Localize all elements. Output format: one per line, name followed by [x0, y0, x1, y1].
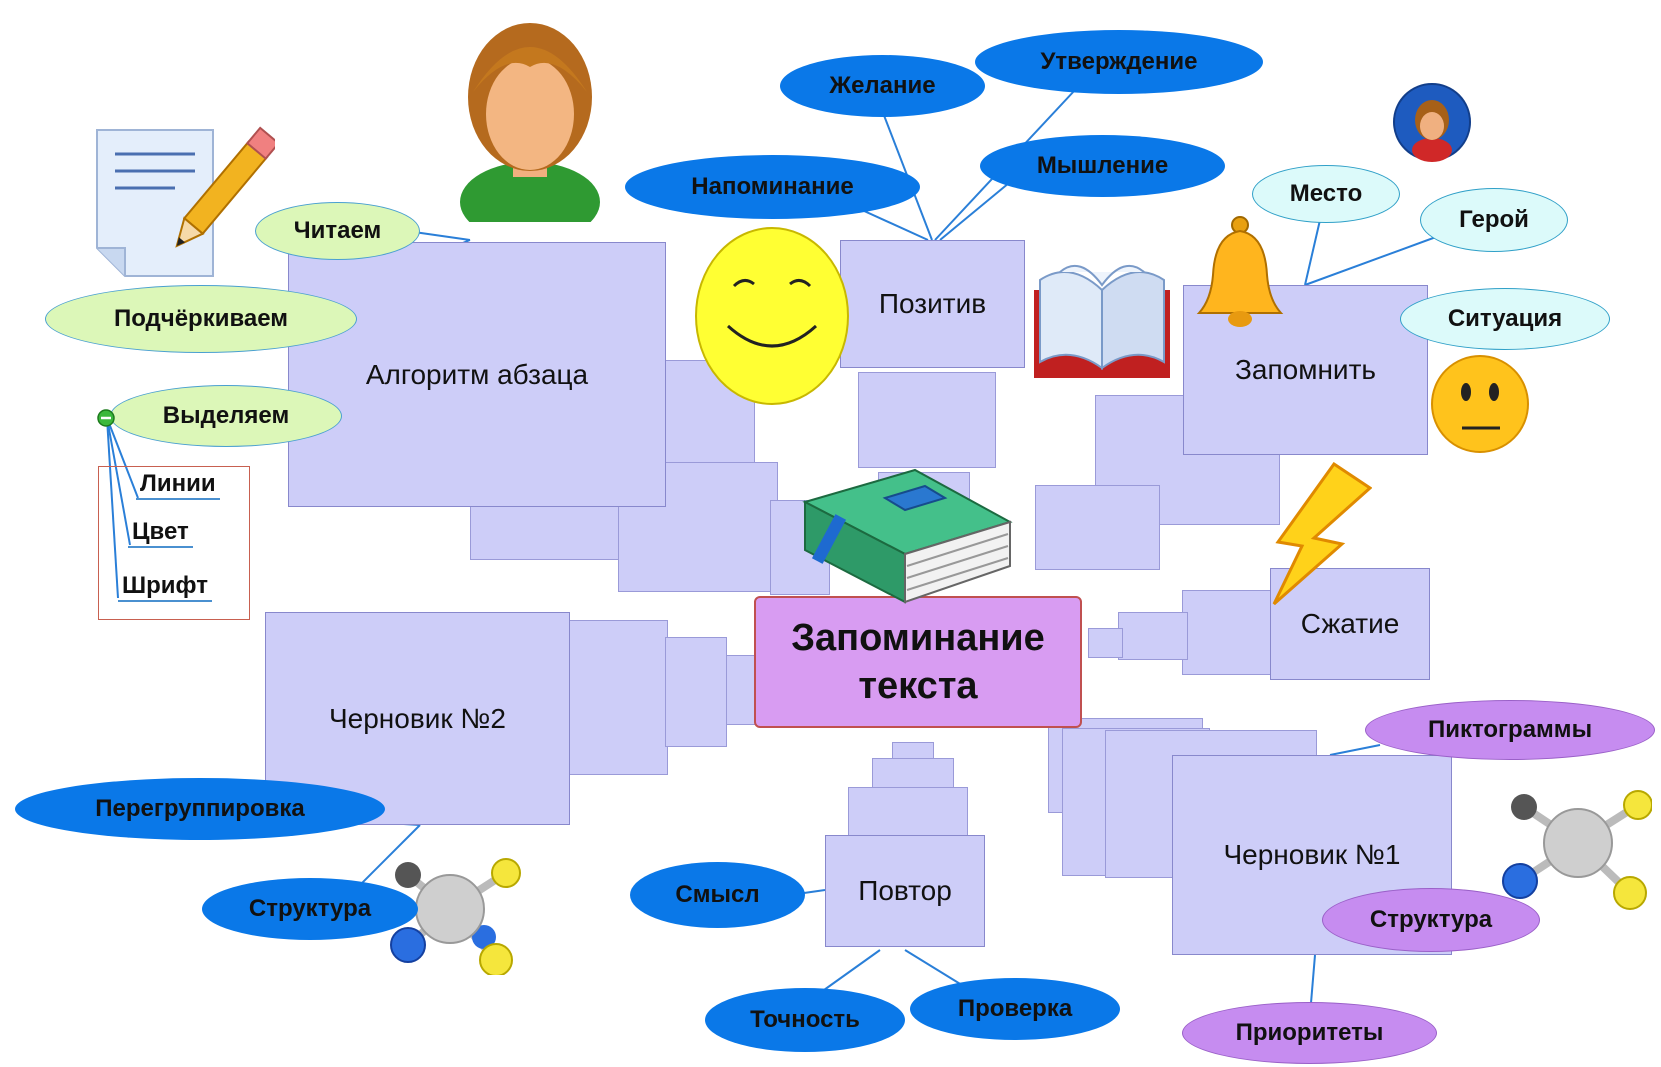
center-title-line1: Запоминание: [791, 617, 1045, 659]
box-remember-label: Запомнить: [1235, 354, 1376, 385]
molecule-left-icon: [390, 858, 521, 975]
repeat-depth-2: [872, 758, 954, 788]
connector-pictograms: [1329, 744, 1381, 756]
bubble-hero[interactable]: Герой: [1420, 188, 1568, 252]
highlight-sublist-frame: [98, 466, 250, 620]
draft2-depth-1: [568, 620, 668, 775]
box-compression-label: Сжатие: [1300, 608, 1400, 639]
neutral-face-icon: [1431, 355, 1529, 453]
bubble-situation[interactable]: Ситуация: [1400, 288, 1610, 350]
bubble-situation-label: Ситуация: [1447, 305, 1563, 332]
bubble-accuracy-label: Точность: [750, 1006, 860, 1033]
box-positive-label: Позитив: [878, 288, 987, 319]
box-repeat-label: Повтор: [858, 875, 952, 906]
connector-font-item: [106, 417, 119, 599]
sublist-item-color-label: Цвет: [132, 518, 189, 545]
bubble-accuracy[interactable]: Точность: [705, 988, 905, 1052]
bubble-thinking-label: Мышление: [1036, 152, 1169, 179]
bubble-highlight[interactable]: Выделяем: [110, 385, 342, 447]
box-compression[interactable]: Сжатие: [1270, 568, 1430, 680]
connector-place: [1304, 219, 1321, 286]
person-avatar-small-icon: [1393, 83, 1471, 162]
box-remember[interactable]: Запомнить: [1183, 285, 1428, 455]
open-book-icon: [1034, 264, 1170, 378]
compression-depth-2: [1118, 612, 1188, 660]
connector-thinking: [939, 177, 1016, 241]
bubble-wish-label: Желание: [829, 72, 936, 99]
box-algorithm-label: Алгоритм абзаца: [365, 358, 589, 390]
bubble-reading-label: Читаем: [293, 217, 382, 244]
bubble-reading[interactable]: Читаем: [255, 202, 420, 260]
bubble-meaning-label: Смысл: [675, 881, 760, 908]
sublist-item-color[interactable]: Цвет: [128, 518, 193, 548]
bubble-thinking[interactable]: Мышление: [980, 135, 1225, 197]
connector-color-item: [106, 417, 131, 546]
box-repeat[interactable]: Повтор: [825, 835, 985, 947]
compression-depth-3: [1088, 628, 1123, 658]
bubble-place-label: Место: [1289, 180, 1363, 207]
box-algorithm[interactable]: Алгоритм абзаца: [288, 242, 666, 507]
bubble-pictograms-label: Пиктограммы: [1427, 716, 1593, 743]
connector-hero: [1304, 229, 1456, 286]
repeat-depth-3: [848, 787, 968, 837]
bubble-regroup-label: Перегруппировка: [95, 795, 305, 822]
bubble-reminder-label: Напоминание: [691, 173, 854, 200]
bubble-reminder[interactable]: Напоминание: [625, 155, 920, 219]
bubble-priorities[interactable]: Приоритеты: [1182, 1002, 1437, 1064]
sublist-item-lines-label: Линии: [140, 470, 216, 497]
bubble-regroup[interactable]: Перегруппировка: [15, 778, 385, 840]
document-pencil-icon: [96, 126, 275, 277]
center-node[interactable]: Запоминание текста: [754, 596, 1082, 728]
box-positive[interactable]: Позитив: [840, 240, 1025, 368]
bubble-meaning[interactable]: Смысл: [630, 862, 805, 928]
bubble-underline[interactable]: Подчёркиваем: [45, 285, 357, 353]
bubble-statement[interactable]: Утверждение: [975, 30, 1263, 94]
smiley-face-icon: [695, 227, 849, 405]
lightning-icon: [1272, 462, 1372, 606]
bell-icon: [1196, 216, 1284, 327]
sublist-item-font[interactable]: Шрифт: [118, 572, 212, 602]
bubble-statement-label: Утверждение: [1040, 48, 1198, 75]
molecule-right-icon: [1502, 790, 1652, 910]
closed-book-icon: [802, 468, 1013, 604]
bubble-check-label: Проверка: [957, 995, 1073, 1022]
box-draft2-label: Черновик №2: [329, 702, 506, 734]
box-draft1-label: Черновик №1: [1223, 839, 1401, 870]
bubble-wish[interactable]: Желание: [780, 55, 985, 117]
bubble-priorities-label: Приоритеты: [1235, 1019, 1384, 1046]
remember-depth-2: [1035, 485, 1160, 570]
sublist-item-font-label: Шрифт: [122, 572, 208, 599]
compression-depth-1: [1182, 590, 1272, 675]
bubble-highlight-label: Выделяем: [162, 402, 290, 429]
sublist-item-lines[interactable]: Линии: [136, 470, 220, 500]
bubble-structure-right-label: Структура: [1369, 906, 1493, 933]
bubble-hero-label: Герой: [1459, 206, 1529, 233]
bubble-structure-right[interactable]: Структура: [1322, 888, 1540, 952]
bubble-check[interactable]: Проверка: [910, 978, 1120, 1040]
person-avatar-icon: [460, 23, 600, 222]
draft2-depth-2: [665, 637, 727, 747]
positive-depth-1: [858, 372, 996, 468]
bubble-place[interactable]: Место: [1252, 165, 1400, 223]
box-draft2[interactable]: Черновик №2: [265, 612, 570, 825]
bubble-pictograms[interactable]: Пиктограммы: [1365, 700, 1655, 760]
bubble-structure-left[interactable]: Структура: [202, 878, 418, 940]
collapse-toggle-icon[interactable]: [96, 408, 116, 428]
center-title-line2: текста: [858, 665, 978, 707]
connector-lines-item: [106, 417, 139, 499]
bubble-underline-label: Подчёркиваем: [113, 305, 289, 332]
bubble-structure-left-label: Структура: [248, 895, 372, 922]
